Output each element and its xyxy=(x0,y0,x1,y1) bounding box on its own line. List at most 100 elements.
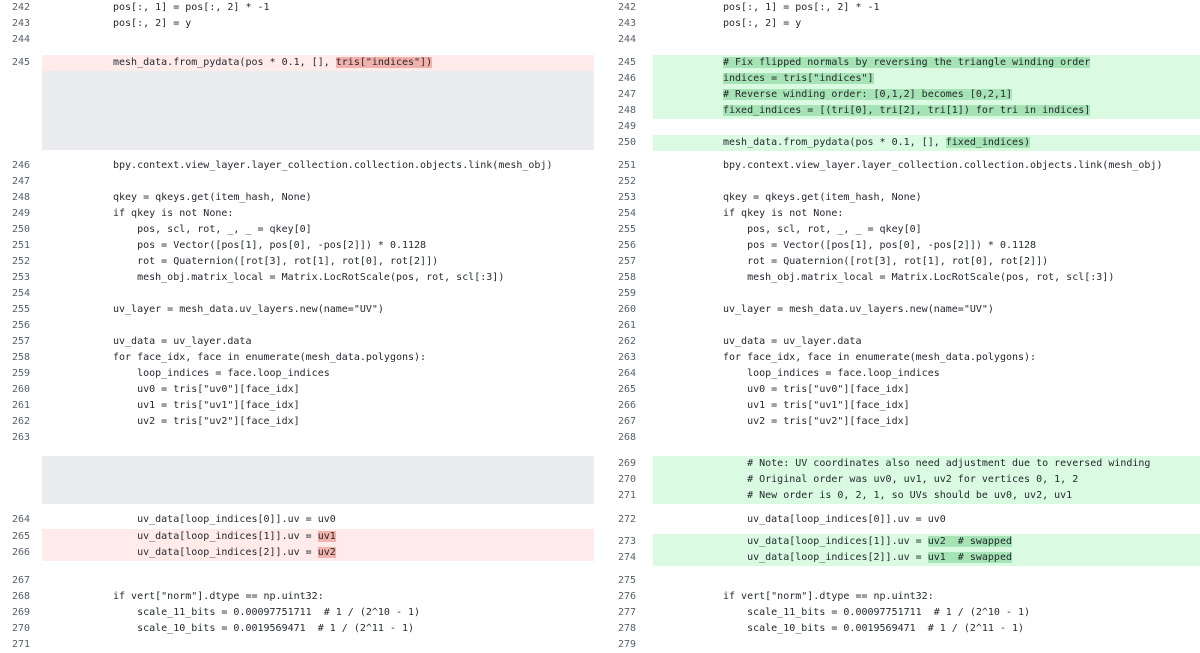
line-number: 242 xyxy=(618,2,637,13)
line-number: 255 xyxy=(12,304,31,315)
code-text: # Fix flipped normals by reversing the t… xyxy=(653,55,1200,71)
code-text: uv_data = uv_layer.data xyxy=(723,336,862,347)
line-number: 254 xyxy=(618,208,637,219)
line-number: 249 xyxy=(618,121,637,132)
line-number: 279 xyxy=(618,639,637,650)
code-line: 278 scale_10_bits = 0.0019569471 # 1 / (… xyxy=(606,621,1200,637)
line-number: 257 xyxy=(618,256,637,267)
code-line: 266 uv1 = tris["uv1"][face_idx] xyxy=(606,398,1200,414)
line-number: 249 xyxy=(12,208,31,219)
code-text: # New order is 0, 2, 1, so UVs should be… xyxy=(653,488,1200,504)
line-number: 246 xyxy=(618,73,637,84)
line-number: 263 xyxy=(12,432,31,443)
code-text: loop_indices = face.loop_indices xyxy=(113,368,330,379)
code-line: 279 xyxy=(606,637,1200,653)
line-number: 264 xyxy=(618,368,637,379)
added-word-highlight: fixed_indices = [(tri[0], tri[2], tri[1]… xyxy=(723,105,1091,116)
deleted-word-highlight: uv1 xyxy=(317,531,336,542)
code-text: uv_data = uv_layer.data xyxy=(113,336,252,347)
line-number: 267 xyxy=(618,416,637,427)
code-line: 255 pos, scl, rot, _, _ = qkey[0] xyxy=(606,222,1200,238)
code-text: indices = tris["indices"] xyxy=(653,71,1200,87)
line-number: 267 xyxy=(12,575,31,586)
code-text: pos[:, 1] = pos[:, 2] * -1 xyxy=(113,2,270,13)
code-line: 259 xyxy=(606,286,1200,302)
added-word-highlight: fixed_indices) xyxy=(945,137,1031,148)
added-word-highlight: # Fix flipped normals by reversing the t… xyxy=(723,57,1091,68)
line-number: 264 xyxy=(12,514,31,525)
line-number: 275 xyxy=(618,575,637,586)
line-number: 268 xyxy=(12,591,31,602)
code-line: 244 xyxy=(606,32,1200,48)
line-number: 262 xyxy=(12,416,31,427)
code-text: uv_data[loop_indices[2]].uv = uv1 # swap… xyxy=(653,550,1200,566)
code-text: if qkey is not None: xyxy=(113,208,234,219)
code-line: 256 xyxy=(0,318,594,334)
deleted-word-highlight: tris["indices"]) xyxy=(335,57,433,68)
code-line: 252 rot = Quaternion([rot[3], rot[1], ro… xyxy=(0,254,594,270)
code-line: 267 uv2 = tris["uv2"][face_idx] xyxy=(606,414,1200,430)
deleted-line: 266 uv_data[loop_indices[2]].uv = uv2 xyxy=(0,545,594,561)
code-text: # Note: UV coordinates also need adjustm… xyxy=(653,456,1200,472)
code-text: uv_data[loop_indices[0]].uv = uv0 xyxy=(113,514,336,525)
deleted-line: 265 uv_data[loop_indices[1]].uv = uv1 xyxy=(0,529,594,545)
line-number: 253 xyxy=(618,192,637,203)
line-number: 271 xyxy=(618,490,637,501)
line-number: 269 xyxy=(618,458,637,469)
line-number: 243 xyxy=(12,18,31,29)
code-line: 267 xyxy=(0,573,594,589)
line-number: 261 xyxy=(12,400,31,411)
code-text: if vert["norm"].dtype == np.uint32: xyxy=(113,591,324,602)
code-line: 256 pos = Vector([pos[1], pos[0], -pos[2… xyxy=(606,238,1200,254)
line-number: 257 xyxy=(12,336,31,347)
code-line: 264 uv_data[loop_indices[0]].uv = uv0 xyxy=(0,512,594,528)
line-number: 274 xyxy=(618,552,637,563)
line-number: 245 xyxy=(12,57,31,68)
code-line: 250 pos, scl, rot, _, _ = qkey[0] xyxy=(0,222,594,238)
code-text: mesh_data.from_pydata(pos * 0.1, [], tri… xyxy=(42,55,594,71)
line-number: 272 xyxy=(618,514,637,525)
code-text: for face_idx, face in enumerate(mesh_dat… xyxy=(723,352,1037,363)
code-text: uv_data[loop_indices[1]].uv = uv1 xyxy=(42,529,594,545)
line-number: 245 xyxy=(618,57,637,68)
line-number: 251 xyxy=(618,160,637,171)
code-text: uv2 = tris["uv2"][face_idx] xyxy=(723,416,910,427)
diff-filler-block xyxy=(42,456,594,504)
code-text: qkey = qkeys.get(item_hash, None) xyxy=(113,192,312,203)
line-number: 256 xyxy=(618,240,637,251)
line-number: 269 xyxy=(12,607,31,618)
added-line: 249 xyxy=(606,119,1200,135)
code-line: 270 scale_10_bits = 0.0019569471 # 1 / (… xyxy=(0,621,594,637)
line-number: 255 xyxy=(618,224,637,235)
code-text: mesh_data.from_pydata(pos * 0.1, [], fix… xyxy=(653,135,1200,151)
code-text: pos = Vector([pos[1], pos[0], -pos[2]]) … xyxy=(113,240,427,251)
code-line: 251 pos = Vector([pos[1], pos[0], -pos[2… xyxy=(0,238,594,254)
line-number: 250 xyxy=(618,137,637,148)
code-line: 261 uv1 = tris["uv1"][face_idx] xyxy=(0,398,594,414)
code-text: mesh_obj.matrix_local = Matrix.LocRotSca… xyxy=(723,272,1115,283)
code-line: 261 xyxy=(606,318,1200,334)
line-number: 258 xyxy=(618,272,637,283)
code-text: scale_11_bits = 0.00097751711 # 1 / (2^1… xyxy=(723,607,1031,618)
code-line: 264 loop_indices = face.loop_indices xyxy=(606,366,1200,382)
line-number: 268 xyxy=(618,432,637,443)
line-number: 277 xyxy=(618,607,637,618)
code-text: for face_idx, face in enumerate(mesh_dat… xyxy=(113,352,427,363)
line-number: 260 xyxy=(618,304,637,315)
code-line: 254 xyxy=(0,286,594,302)
line-number: 247 xyxy=(618,89,637,100)
diff-filler-block xyxy=(42,70,594,150)
line-number: 253 xyxy=(12,272,31,283)
code-line: 277 scale_11_bits = 0.00097751711 # 1 / … xyxy=(606,605,1200,621)
